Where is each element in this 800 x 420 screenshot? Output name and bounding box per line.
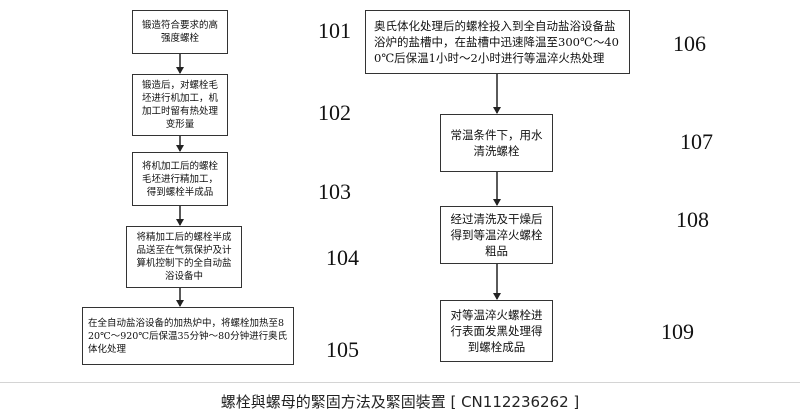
- step-box-107: 常温条件下，用水清洗螺栓: [440, 114, 553, 172]
- step-box-109: 对等温淬火螺栓进行表面发黑处理得到螺栓成品: [440, 300, 553, 362]
- flow-arrows: [176, 54, 501, 307]
- step-number-101: 101: [318, 18, 351, 43]
- step-box-108: 经过清洗及干燥后得到等温淬火螺栓粗品: [440, 206, 553, 264]
- step-number-103: 103: [318, 179, 351, 204]
- step-box-106: 奥氏体化处理后的螺栓投入到全自动盐浴设备盐浴炉的盐槽中，在盐槽中迅速降温至300…: [365, 10, 630, 74]
- step-number-107: 107: [680, 129, 713, 154]
- step-number-104: 104: [326, 245, 359, 270]
- step-box-104: 将精加工后的螺栓半成品送至在气氛保护及计算机控制下的全自动盐浴设备中: [126, 226, 242, 288]
- step-box-101: 锻造符合要求的高强度螺栓: [132, 10, 228, 54]
- step-number-105: 105: [326, 337, 359, 362]
- flowchart-figure: 锻造符合要求的高强度螺栓 101 锻造后，对螺栓毛坯进行机加工，机加工时留有热处…: [82, 10, 713, 365]
- step-number-102: 102: [318, 100, 351, 125]
- step-box-103: 将机加工后的螺栓毛坯进行精加工，得到螺栓半成品: [132, 152, 228, 206]
- step-box-102: 锻造后，对螺栓毛坯进行机加工，机加工时留有热处理变形量: [132, 74, 228, 136]
- step-number-108: 108: [676, 207, 709, 232]
- caption-text: 螺栓與螺母的緊固方法及緊固裝置 [ CN112236262 ]: [220, 393, 580, 411]
- step-number-106: 106: [673, 31, 706, 56]
- figure-caption: 螺栓與螺母的緊固方法及緊固裝置 [ CN112236262 ]: [0, 382, 800, 420]
- step-number-109: 109: [661, 319, 694, 344]
- step-box-105: 在全自动盐浴设备的加热炉中，将螺栓加热至820℃～920℃后保温35分钟～80分…: [82, 307, 294, 365]
